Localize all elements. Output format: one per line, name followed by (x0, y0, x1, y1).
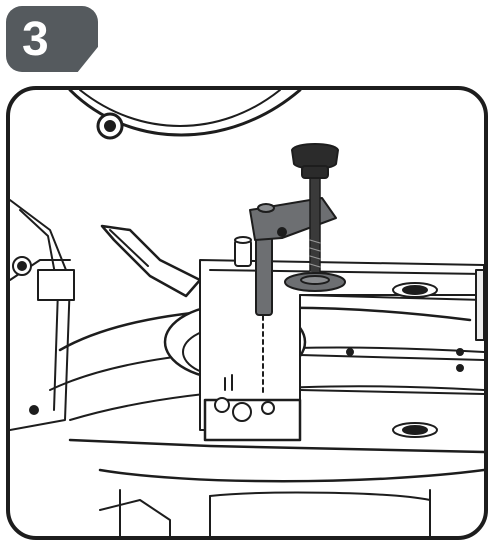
step-number: 3 (22, 13, 49, 66)
illustration-frame (6, 86, 488, 540)
saw-illustration (10, 90, 484, 536)
step-badge: 3 (6, 6, 98, 72)
